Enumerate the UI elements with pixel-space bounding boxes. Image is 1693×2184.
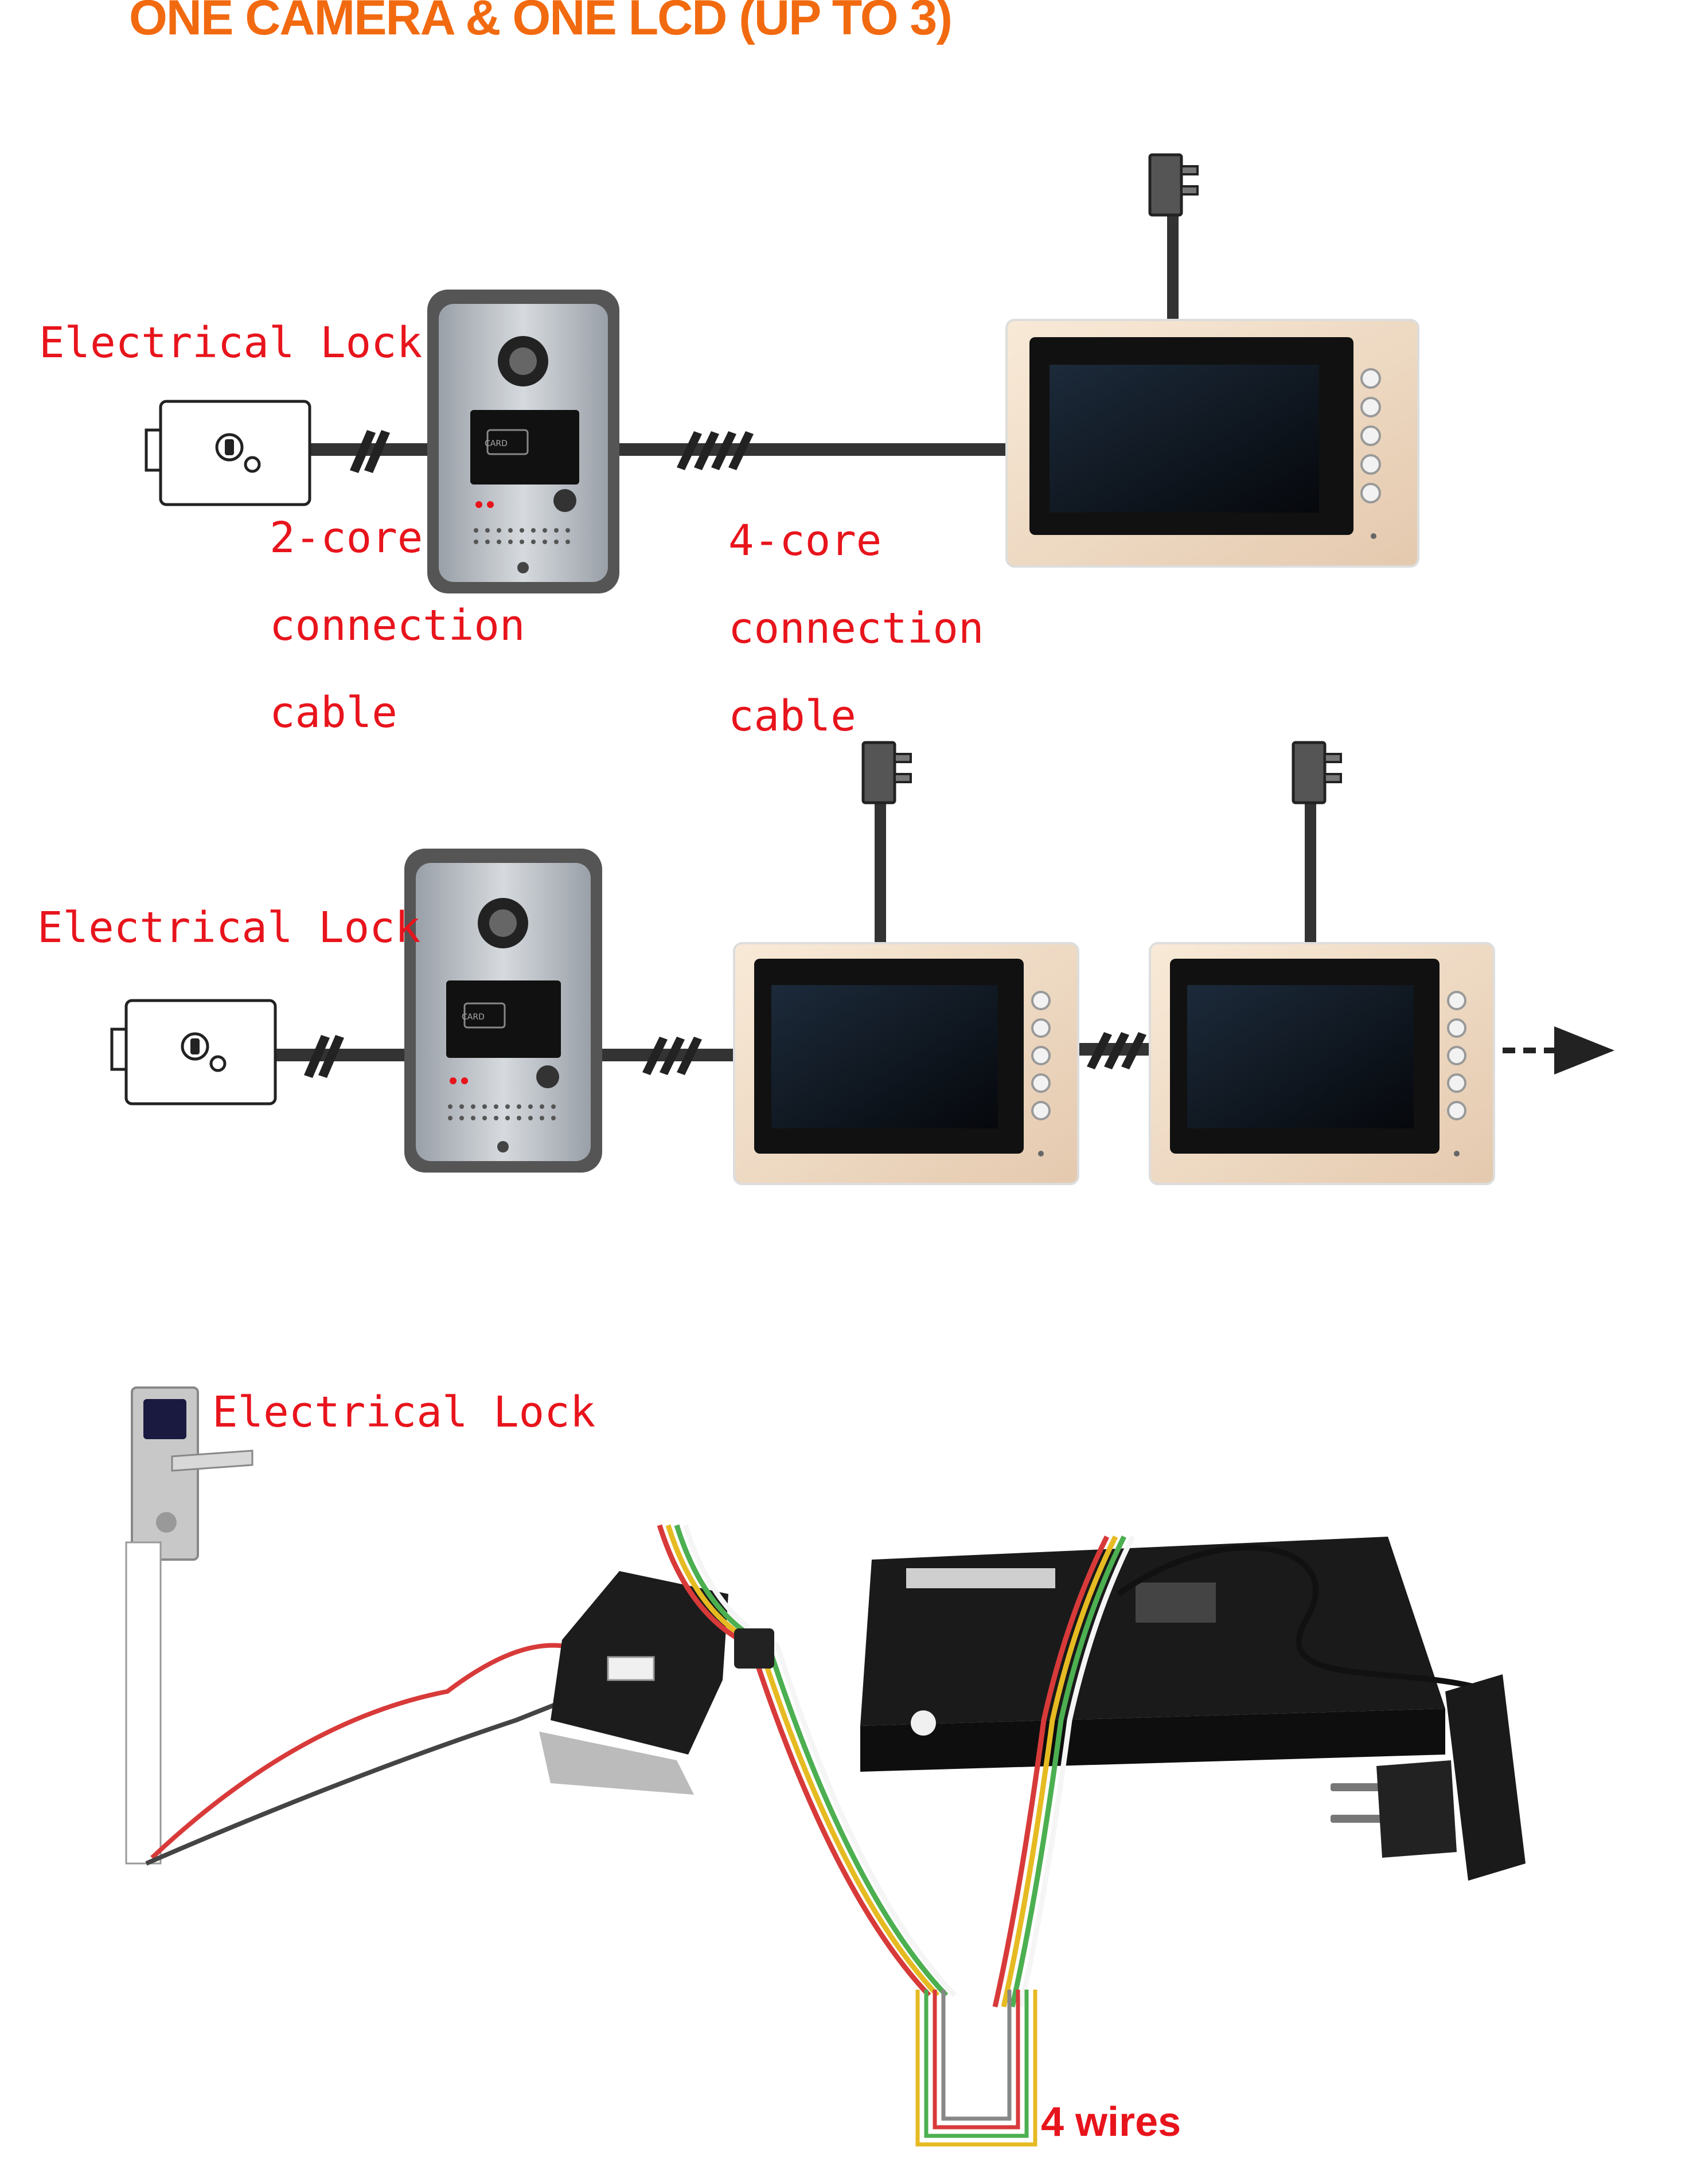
power-adapter-icon: [1150, 155, 1197, 215]
power-adapter-icon: [1293, 743, 1341, 803]
cable-4core-label-line3: cable: [728, 691, 856, 741]
electrical-lock-label-bottom: Electrical Lock: [212, 1388, 596, 1437]
cable-2core-label-line1: 2-core: [270, 513, 423, 562]
cable-2core-label-line2: connection: [270, 601, 525, 650]
electrical-lock-label-middle: Electrical Lock: [37, 903, 421, 952]
indoor-monitor-icon: [1005, 319, 1419, 568]
door-camera-icon: [427, 290, 619, 593]
monitor-power-cord: [1117, 1545, 1492, 1694]
wire-bundle-icon: [992, 1535, 1136, 2007]
four-wires-label: 4 wires: [1041, 2099, 1181, 2145]
electrical-lock-label-top: Electrical Lock: [39, 318, 423, 368]
power-adapter-bottom-icon: [1331, 1674, 1526, 1881]
cable-twist-marks-top: [350, 430, 754, 473]
cable-2core-label-line3: cable: [270, 688, 397, 737]
door-lock-handle-icon: [125, 1386, 253, 1865]
electric-lock-icon: [112, 1001, 275, 1104]
wire-bundle-icon: [657, 1524, 957, 1998]
indoor-monitor-back-icon: [860, 1537, 1445, 1772]
page-title: ONE CAMERA & ONE LCD (UP TO 3): [129, 0, 953, 45]
indoor-monitor-icon: [733, 942, 1079, 1185]
wire-red: [150, 1643, 604, 1859]
cable-4core-label-line2: connection: [728, 604, 984, 653]
cable-4core-label-line1: 4-core: [728, 516, 882, 565]
card-text-middle: CARD: [462, 1013, 485, 1022]
arrow-right-icon: [1503, 1026, 1614, 1075]
cable-twist-marks-middle: [304, 1032, 1146, 1078]
card-text-top: CARD: [485, 439, 508, 448]
power-adapter-icon: [863, 743, 911, 803]
door-camera-back-icon: [539, 1571, 728, 1795]
electric-lock-icon: [146, 401, 310, 505]
top-system: CARD: [146, 155, 1419, 593]
four-wires-loop: [915, 1990, 1037, 2147]
middle-system: CARD: [112, 743, 1614, 1185]
indoor-monitor-icon: [1149, 942, 1495, 1185]
door-camera-icon: [404, 849, 602, 1173]
bottom-wiring-photo: [125, 1386, 1526, 2147]
